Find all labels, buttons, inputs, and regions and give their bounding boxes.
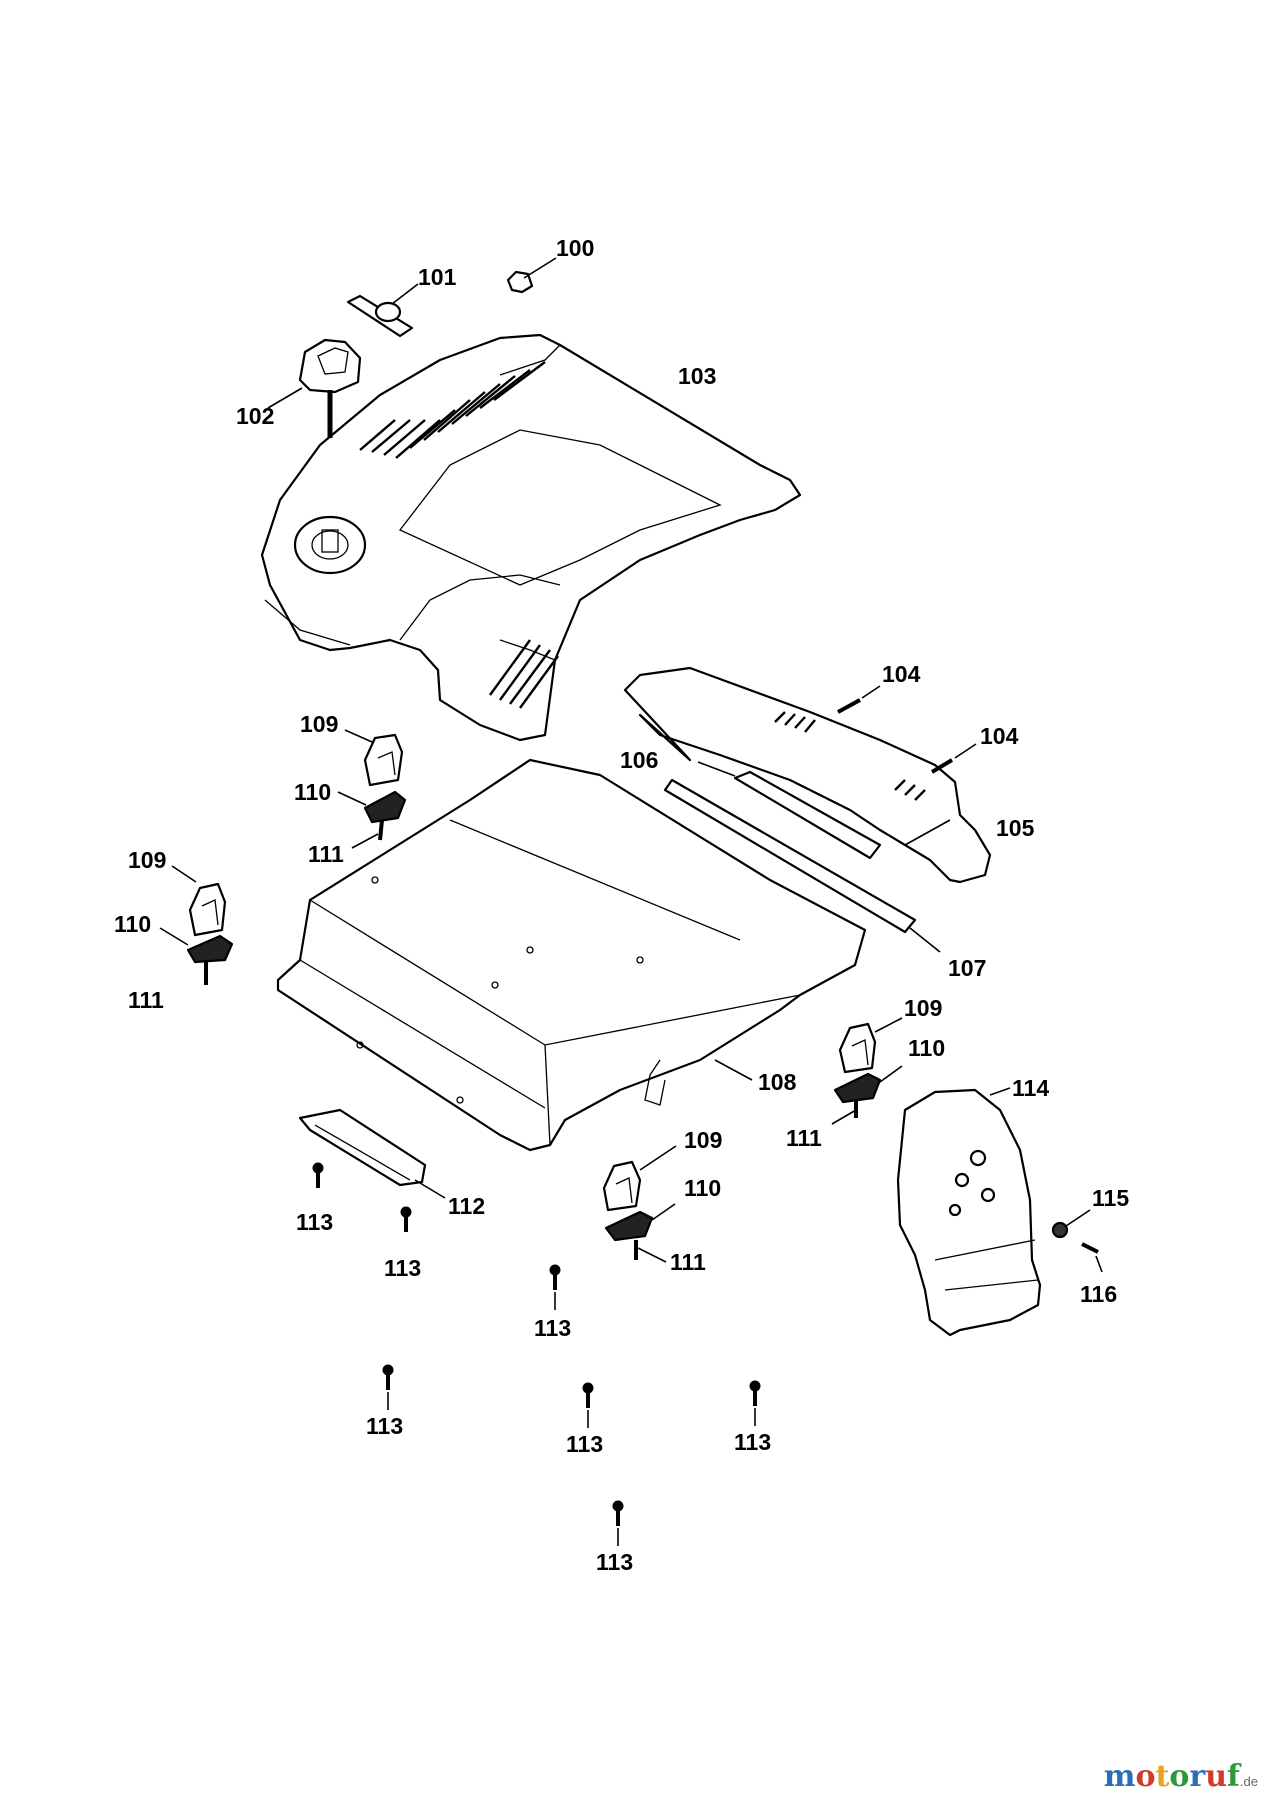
part-number-labels: 100 101 102 103 104 104 105 106 107 108 … [114,235,1129,1575]
label-109c: 109 [904,995,942,1021]
part-group-b-mount [159,865,234,985]
label-113e: 113 [566,1431,603,1457]
part-group-d-mount [602,1145,677,1263]
part-107-rod [663,778,941,953]
label-116: 116 [1080,1281,1117,1307]
label-111a: 111 [308,841,344,867]
part-101-bar [346,283,419,338]
label-114: 114 [1012,1075,1049,1101]
watermark-letter: f [1227,1759,1240,1794]
label-100: 100 [556,235,594,261]
label-107: 107 [948,955,986,981]
part-group-c-mount [831,1017,903,1125]
part-113-screw-5 [582,1382,594,1428]
label-111d: 111 [670,1249,706,1275]
part-104-screw-a [837,685,881,714]
label-109d: 109 [684,1127,722,1153]
part-102-cap [267,338,362,438]
part-112-bracket [298,1108,446,1199]
label-106: 106 [620,747,658,773]
label-111b: 111 [128,987,164,1013]
part-105-rear-cover [623,666,992,884]
watermark-letter: o [1135,1759,1156,1794]
part-113-screw-2 [400,1206,412,1232]
part-115-nut [1051,1209,1091,1239]
label-113b: 113 [384,1255,421,1281]
part-108-chassis [276,758,867,1152]
label-113d: 113 [366,1413,403,1439]
watermark-letter: t [1155,1759,1170,1794]
label-110a: 110 [294,779,331,805]
label-110d: 110 [684,1175,721,1201]
label-104a: 104 [882,661,921,687]
label-110c: 110 [908,1035,945,1061]
watermark-letter: o [1169,1759,1190,1794]
part-116-bolt [1081,1242,1103,1273]
watermark-letter: u [1205,1759,1228,1794]
label-111c: 111 [786,1125,822,1151]
part-103-top-cover [260,333,802,742]
label-103: 103 [678,363,716,389]
label-104b: 104 [980,723,1019,749]
label-109a: 109 [300,711,338,737]
label-101: 101 [418,264,457,290]
part-113-screw-7 [612,1500,624,1546]
label-109b: 109 [128,847,166,873]
label-112: 112 [448,1193,485,1219]
label-113c: 113 [534,1315,571,1341]
part-106-handle-strip [697,761,882,860]
watermark-suffix: .de [1239,1774,1258,1789]
watermark-letter: m [1103,1759,1136,1794]
label-102: 102 [236,403,274,429]
part-114-side-cover [896,1087,1042,1337]
label-110b: 110 [114,911,151,937]
part-104-screw-b [930,743,977,774]
watermark-letter: r [1189,1759,1206,1794]
label-113a: 113 [296,1209,333,1235]
part-113-screw-3 [549,1264,561,1310]
part-100-knob [506,257,557,294]
label-113f: 113 [734,1429,771,1455]
motoruf-watermark-logo: motoruf.de [1104,1759,1258,1794]
label-105: 105 [996,815,1035,841]
label-108: 108 [758,1069,797,1095]
label-115: 115 [1092,1185,1129,1211]
part-group-a-mount [337,729,407,849]
label-113g: 113 [596,1549,633,1575]
part-113-screw-4 [382,1364,394,1410]
part-113-screw-6 [749,1380,761,1426]
part-113-screw-1 [312,1162,324,1188]
